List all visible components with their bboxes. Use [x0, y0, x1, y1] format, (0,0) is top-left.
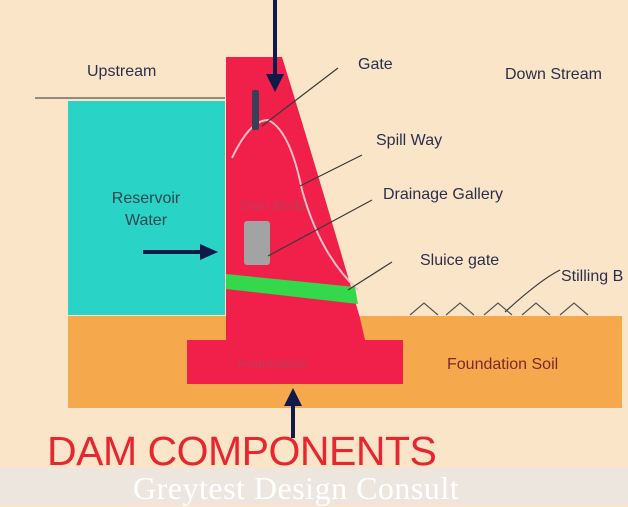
dam-body-label: Dam Body — [240, 197, 305, 213]
foundation-block — [187, 340, 403, 384]
watermark-text: Greytest Design Consult — [133, 470, 460, 506]
watermark-band — [0, 468, 628, 505]
foundation-label: Foundation — [238, 355, 308, 371]
gallery-pointer — [267, 199, 373, 257]
downstream-label: Down Stream — [505, 66, 602, 83]
stilling-pointer — [504, 269, 561, 313]
sluice-pointer — [347, 261, 393, 291]
top-inflow-arrow — [266, 0, 284, 92]
water-pressure-arrow — [143, 244, 218, 260]
sluice-gate-band — [226, 274, 358, 304]
uplift-arrow — [284, 388, 302, 438]
stilling-basin-label: Stilling B — [561, 268, 623, 285]
reservoir-label-line2: Water — [125, 212, 168, 229]
gate — [252, 90, 259, 130]
dam-body — [226, 57, 365, 340]
gate-label: Gate — [358, 56, 393, 73]
reservoir-water — [68, 101, 225, 315]
foundation-soil-label: Foundation Soil — [447, 356, 558, 373]
stilling-basin-baffles — [409, 302, 589, 316]
upstream-label: Upstream — [87, 63, 156, 80]
gate-pointer — [261, 67, 339, 127]
spillway-pointer — [299, 154, 363, 187]
sluice-gate-label: Sluice gate — [420, 252, 499, 269]
diagram-title: DAM COMPONENTS — [47, 428, 437, 474]
drainage-gallery-label: Drainage Gallery — [383, 186, 503, 203]
reservoir-label-line1: Reservoir — [112, 190, 181, 207]
spillway-label: Spill Way — [376, 132, 442, 149]
drainage-gallery — [244, 221, 270, 265]
